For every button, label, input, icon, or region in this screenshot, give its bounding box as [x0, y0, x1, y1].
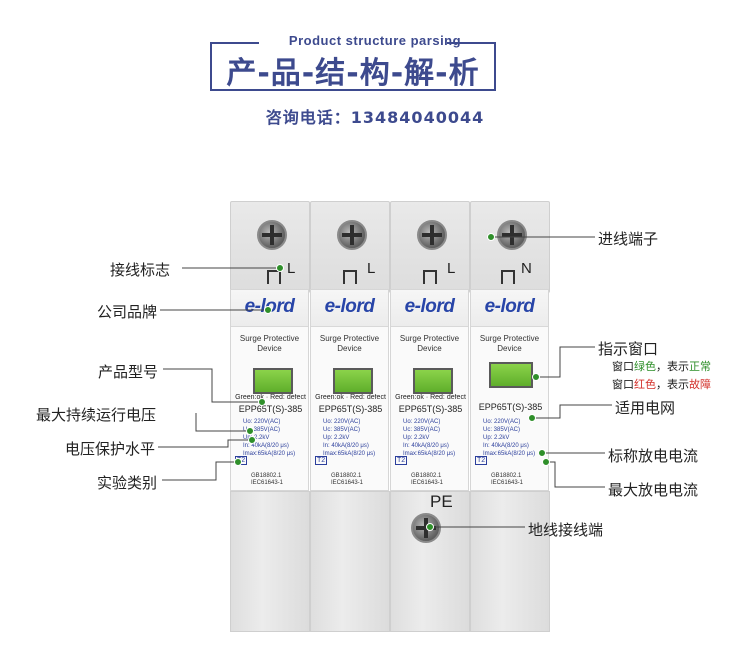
- model-number: EPP65T(S)-385: [478, 402, 543, 412]
- test-class-badge: T2: [315, 456, 328, 465]
- terminal-label: L: [447, 260, 456, 277]
- leader-test-class: [162, 461, 238, 481]
- brand-strip: e-lord: [311, 290, 388, 327]
- module-1: L e-lord Surge Protective Device Green:o…: [230, 201, 310, 632]
- brand-strip: e-lord: [231, 290, 308, 327]
- module-3: L e-lord Surge Protective Device Green:o…: [390, 201, 470, 632]
- spec-list: Uo: 220V(AC) Uc: 385V(AC) Up: 2.2kV In: …: [323, 419, 376, 457]
- module-2: L e-lord Surge Protective Device Green:o…: [310, 201, 390, 632]
- module-top-housing: N: [470, 201, 550, 293]
- consult-phone: 咨询电话：13484040044: [265, 108, 485, 127]
- label-terminal-mark: 接线标志: [110, 261, 171, 279]
- note-mid: ，表示: [656, 378, 689, 391]
- terminal-slot: [423, 270, 437, 284]
- note-state-normal: 正常: [689, 360, 711, 373]
- brand-logo: e-lord: [244, 296, 295, 317]
- device-name: Surge Protective Device: [239, 334, 300, 353]
- standards: GB18802.1 IEC61643-1: [331, 473, 364, 486]
- terminal-slot: [343, 270, 357, 284]
- spec-list: Uo: 220V(AC) Uc: 385V(AC) Up: 2.2kV In: …: [403, 419, 456, 457]
- indicator-window: [333, 368, 373, 394]
- module-bottom-housing: [230, 491, 310, 632]
- module-4: N e-lord Surge Protective Device EPP65T(…: [470, 201, 550, 632]
- note-color-green: 绿色: [634, 360, 656, 373]
- model-number: EPP65T(S)-385: [398, 404, 463, 414]
- leader-max-current: [546, 461, 605, 488]
- status-legend: Green:ok · Red: defect: [235, 394, 306, 401]
- note-color-red: 红色: [634, 378, 656, 391]
- brand-strip: e-lord: [471, 290, 548, 327]
- indicator-window: [253, 368, 293, 394]
- terminal-screw-icon: [257, 220, 287, 250]
- status-legend: Green:ok · Red: defect: [315, 394, 386, 401]
- label-product-model: 产品型号: [98, 363, 159, 381]
- indicator-window: [489, 362, 533, 388]
- test-class-badge: T2: [475, 456, 488, 465]
- label-test-class: 实验类别: [97, 474, 158, 492]
- module-bottom-housing: [390, 491, 470, 632]
- module-top-housing: L: [310, 201, 390, 293]
- module-face: e-lord Surge Protective Device Green:ok …: [310, 289, 389, 491]
- test-class-badge: T2: [395, 456, 408, 465]
- module-face: e-lord Surge Protective Device EPP65T(S)…: [470, 289, 549, 491]
- terminal-label: N: [521, 260, 532, 277]
- standards: GB18802.1 IEC61643-1: [251, 473, 284, 486]
- page-title: 产-品-结-构-解-析: [226, 56, 480, 91]
- module-bottom-housing: [470, 491, 550, 632]
- device-name: Surge Protective Device: [479, 334, 540, 353]
- ground-screw-icon: [411, 513, 441, 543]
- terminal-label: L: [367, 260, 376, 277]
- standards: GB18802.1 IEC61643-1: [491, 473, 524, 486]
- module-bottom-housing: [310, 491, 390, 632]
- title-frame: 产-品-结-构-解-析: [210, 42, 496, 91]
- module-top-housing: L: [390, 201, 470, 293]
- window-note-fault: 窗口红色，表示故障: [612, 376, 711, 392]
- brand-strip: e-lord: [391, 290, 468, 327]
- spec-list: Uo: 220V(AC) Uc: 385V(AC) Up: 2.2kV In: …: [243, 419, 296, 457]
- model-number: EPP65T(S)-385: [238, 404, 303, 414]
- module-face: e-lord Surge Protective Device Green:ok …: [390, 289, 469, 491]
- terminal-slot: [501, 270, 515, 284]
- brand-logo: e-lord: [484, 296, 535, 317]
- indicator-window: [413, 368, 453, 394]
- note-prefix: 窗口: [612, 360, 634, 373]
- note-prefix: 窗口: [612, 378, 634, 391]
- label-voltage-protection-level: 电压保护水平: [65, 440, 156, 458]
- spec-list: Uo: 220V(AC) Uc: 385V(AC) Up: 2.2kV In: …: [483, 419, 536, 457]
- standards: GB18802.1 IEC61643-1: [411, 473, 444, 486]
- terminal-screw-icon: [337, 220, 367, 250]
- status-legend: Green:ok · Red: defect: [395, 394, 466, 401]
- brand-logo: e-lord: [404, 296, 455, 317]
- label-nominal-discharge-current: 标称放电电流: [608, 447, 699, 465]
- module-top-housing: L: [230, 201, 310, 293]
- terminal-label: L: [287, 260, 296, 277]
- test-class-badge: T2: [235, 456, 248, 465]
- device-name: Surge Protective Device: [319, 334, 380, 353]
- note-state-fault: 故障: [689, 378, 711, 391]
- label-incoming-terminal: 进线端子: [598, 230, 659, 248]
- label-company-brand: 公司品牌: [97, 303, 158, 321]
- terminal-screw-icon: [417, 220, 447, 250]
- surge-protector-device: L e-lord Surge Protective Device Green:o…: [230, 201, 552, 632]
- label-ground-terminal: 地线接线端: [528, 521, 604, 539]
- label-indicator-window: 指示窗口: [598, 340, 659, 358]
- label-applicable-grid: 适用电网: [615, 399, 676, 417]
- device-name: Surge Protective Device: [399, 334, 460, 353]
- brand-logo: e-lord: [324, 296, 375, 317]
- label-max-operating-voltage: 最大持续运行电压: [36, 406, 157, 424]
- model-number: EPP65T(S)-385: [318, 404, 383, 414]
- header-subtitle: Product structure parsing: [288, 33, 462, 48]
- note-mid: ，表示: [656, 360, 689, 373]
- pe-label: PE: [430, 492, 453, 511]
- window-note-normal: 窗口绿色，表示正常: [612, 358, 711, 374]
- label-max-discharge-current: 最大放电电流: [608, 481, 699, 499]
- terminal-screw-icon: [497, 220, 527, 250]
- terminal-slot: [267, 270, 281, 284]
- module-face: e-lord Surge Protective Device Green:ok …: [230, 289, 309, 491]
